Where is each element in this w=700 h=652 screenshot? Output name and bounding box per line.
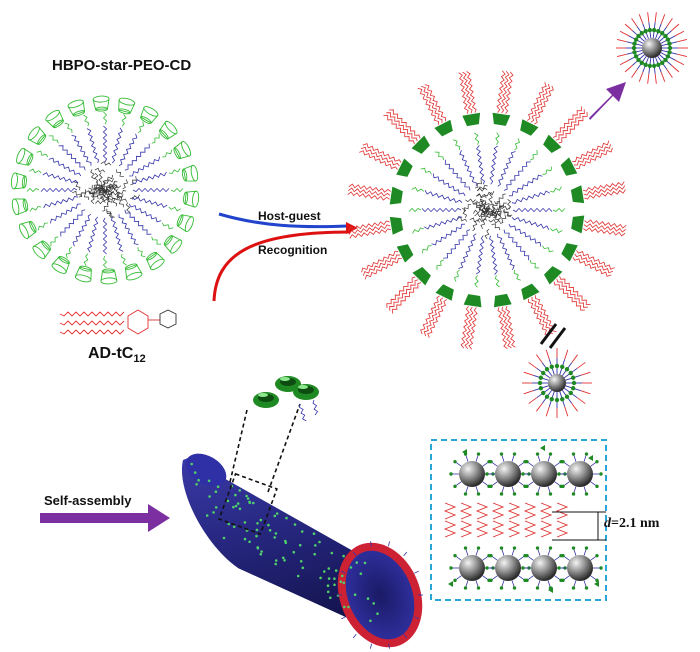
star-polymer-left: [10, 95, 200, 285]
purple-arrow-upper: [589, 82, 626, 120]
polymer-label: HBPO-star-PEO-CD: [52, 57, 192, 74]
mini-sphere-right-icon: [522, 348, 592, 418]
spacing-label: d=2.1 nm: [604, 516, 660, 531]
zoom-callout: [218, 403, 301, 536]
star-complex-right: [347, 70, 627, 350]
arrow-label-bottom: Recognition: [258, 243, 328, 257]
arrow-label-top: Host-guest: [258, 209, 321, 223]
equals-sign: [539, 323, 567, 349]
bilayer-inset: [430, 439, 607, 601]
cyclodextrin-icon: [253, 376, 319, 422]
self-assembly-label: Self-assembly: [44, 493, 132, 508]
mini-sphere-top-icon: [616, 12, 688, 84]
self-assembly-arrow: [40, 504, 170, 532]
nanotube-icon: [181, 453, 423, 649]
guest-molecule-icon: [59, 309, 177, 335]
host-guest-arrow: [212, 212, 358, 302]
guest-label: AD-tC12: [88, 345, 146, 366]
